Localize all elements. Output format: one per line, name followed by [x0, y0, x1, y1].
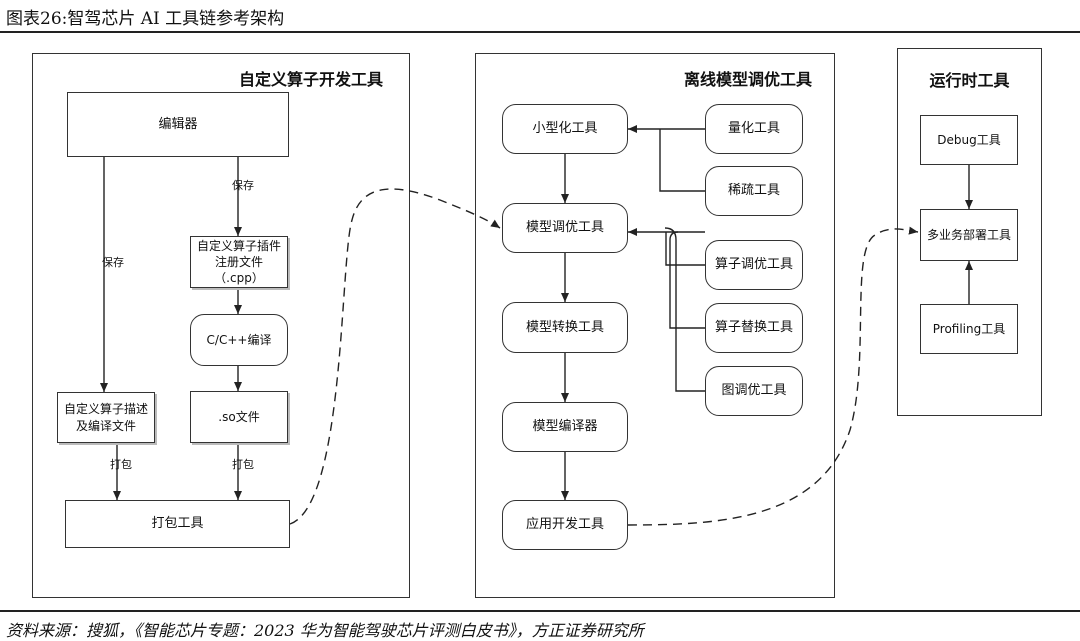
panel-runtime-title: 运行时工具: [929, 71, 1010, 90]
quantize-tool-node: 量化工具: [705, 104, 803, 154]
pack-tool-node: 打包工具: [65, 500, 290, 548]
profiling-tool-node: Profiling工具: [920, 304, 1018, 354]
dashed-pack-to-model-tune: [289, 188, 501, 525]
panel-custom-operator-title: 自定义算子开发工具: [238, 70, 383, 89]
app-dev-tool-node: 应用开发工具: [502, 500, 628, 550]
line-sparse-join: [659, 129, 705, 192]
source-note: 资料来源：搜狐，《智能芯片专题：2023 华为智能驾驶芯片评测白皮书》，方正证券…: [6, 621, 644, 640]
line-op-tune-join: [665, 232, 705, 266]
miniaturize-tool-node: 小型化工具: [502, 104, 628, 154]
model-compiler-node: 模型编译器: [502, 402, 628, 452]
bottom-rule: [0, 610, 1080, 612]
editor-node: 编辑器: [67, 92, 289, 157]
operator-description-file-node: 自定义算子描述及编译文件: [57, 392, 155, 443]
c-cpp-compile-node: C/C++编译: [190, 314, 288, 366]
so-file-node: .so文件: [190, 391, 288, 443]
save-label-right: 保存: [232, 179, 254, 192]
plugin-registration-file-node: 自定义算子插件注册文件（.cpp）: [190, 236, 288, 288]
multi-service-deploy-node: 多业务部署工具: [920, 209, 1018, 261]
pack-label-left: 打包: [110, 458, 132, 471]
figure-title: 图表26:智驾芯片 AI 工具链参考架构: [6, 9, 285, 29]
top-rule: [0, 31, 1080, 33]
save-label-left: 保存: [102, 256, 124, 269]
graph-tuning-tool-node: 图调优工具: [705, 366, 803, 416]
sparse-tool-node: 稀疏工具: [705, 166, 803, 216]
model-convert-tool-node: 模型转换工具: [502, 302, 628, 353]
dashed-app-to-deploy: [627, 226, 919, 526]
operator-replace-tool-node: 算子替换工具: [705, 303, 803, 353]
line-op-replace-join: [669, 231, 705, 329]
pack-label-right: 打包: [232, 458, 254, 471]
line-graph-tune-join: [664, 227, 705, 392]
panel-offline-tuning-title: 离线模型调优工具: [683, 70, 812, 89]
debug-tool-node: Debug工具: [920, 115, 1018, 165]
model-tuning-tool-node: 模型调优工具: [502, 203, 628, 253]
operator-tuning-tool-node: 算子调优工具: [705, 240, 803, 290]
